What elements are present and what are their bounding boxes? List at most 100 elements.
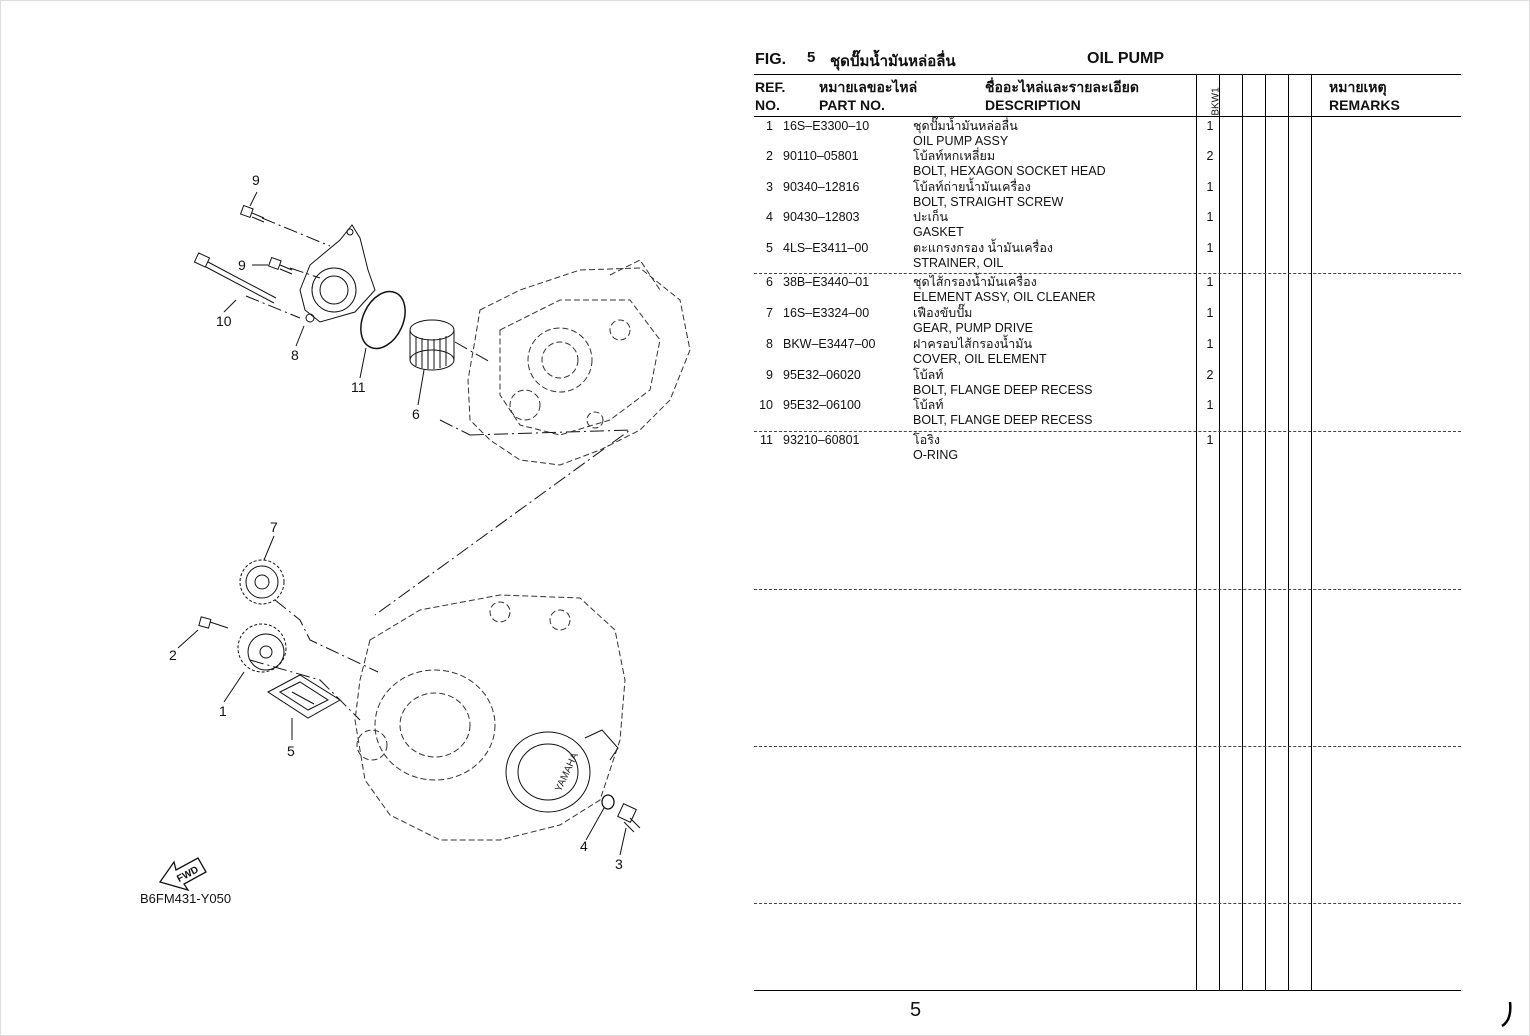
fig-title-english: OIL PUMP: [1087, 50, 1165, 67]
part-no: 4LS–E3411–00: [783, 241, 869, 255]
remarks-header-thai: หมายเหตุ: [1329, 79, 1387, 95]
crankcase-cover: [505, 729, 619, 813]
guide-lines: [245, 217, 632, 721]
part-no: BKW–E3447–00: [783, 337, 876, 351]
fig-label: FIG.: [755, 51, 787, 68]
desc-header-english: DESCRIPTION: [985, 97, 1081, 113]
quantity: 1: [1206, 275, 1214, 289]
col-header-ref: REF. NO.: [755, 78, 785, 114]
part-name-thai: ปะเก็น: [913, 210, 949, 224]
col-divider-6: [1311, 75, 1312, 990]
part-name-thai: โบ้ลท์: [913, 368, 944, 382]
table-bottom-rule: [754, 990, 1461, 991]
callout-1: 1: [219, 703, 227, 719]
part-name-thai: โบ้ลท์ถ่ายน้ำมันเครื่อง: [913, 180, 1031, 194]
ref-no: 8: [766, 337, 773, 351]
group-separator-1: [754, 273, 1461, 274]
ref-no: 7: [766, 306, 773, 320]
table-row: 4 90430–12803 ปะเก็น GASKET 1: [755, 210, 1461, 240]
callout-8: 8: [291, 347, 299, 363]
table-row: 3 90340–12816 โบ้ลท์ถ่ายน้ำมันเครื่อง BO…: [755, 180, 1461, 210]
callout-9b: 9: [238, 257, 246, 273]
col-divider-4: [1265, 75, 1266, 990]
page-number: 5: [910, 999, 922, 1021]
exploded-parts-diagram: YAMAHA FWD: [158, 191, 691, 892]
table-row: 8 BKW–E3447–00 ฝาครอบไส้กรองน้ำมัน COVER…: [755, 337, 1461, 367]
callout-7: 7: [270, 519, 278, 535]
desc-header-thai: ชื่ออะไหล่และรายละเอียด: [985, 79, 1139, 95]
part-no: 93210–60801: [783, 433, 860, 447]
table-row: 5 4LS–E3411–00 ตะแกรงกรอง น้ำมันเครื่อง …: [755, 241, 1461, 271]
header-top-rule: [754, 74, 1461, 75]
group-separator-4: [754, 746, 1461, 747]
part-name-thai: โบ้ลท์หกเหลี่ยม: [913, 149, 996, 163]
part-header-thai: หมายเลขอะไหล่: [819, 79, 918, 95]
part-no: 90340–12816: [783, 180, 860, 194]
part-name-english: BOLT, HEXAGON SOCKET HEAD: [913, 164, 1106, 178]
oil-strainer-5: [267, 674, 341, 719]
fig-number: 5: [807, 49, 816, 66]
part-name-thai: โบ้ลท์: [913, 398, 944, 412]
part-no: 16S–E3300–10: [783, 119, 870, 133]
ref-no: 11: [760, 433, 773, 447]
ref-no: 6: [766, 275, 773, 289]
part-no: 95E32–06100: [783, 398, 861, 412]
ref-no: 5: [766, 241, 773, 255]
diagram-code: B6FM431-Y050: [140, 891, 232, 906]
part-name-thai: ชุดไส้กรองน้ำมันเครื่อง: [913, 275, 1037, 289]
callout-4: 4: [580, 838, 588, 854]
callout-2: 2: [169, 647, 177, 663]
oil-pump-assy-1: [198, 616, 287, 673]
o-ring-11: [360, 290, 406, 350]
part-name-english: GEAR, PUMP DRIVE: [913, 321, 1033, 335]
callout-5: 5: [287, 743, 295, 759]
part-name-english: ELEMENT ASSY, OIL CLEANER: [913, 290, 1096, 304]
ref-no: 2: [766, 149, 773, 163]
oil-element-cover-8: [299, 224, 376, 323]
ref-header-line2: NO.: [755, 97, 780, 113]
quantity: 1: [1206, 210, 1214, 224]
callout-9a: 9: [252, 172, 260, 188]
fig-title-thai: ชุดปั๊มน้ำมันหล่อลื่น: [830, 53, 956, 70]
col-divider-5: [1288, 75, 1289, 990]
fwd-arrow-icon: [158, 857, 207, 892]
crankcase-right-half: [467, 259, 691, 466]
quantity: 1: [1206, 119, 1214, 133]
header-bottom-rule: [754, 116, 1461, 117]
crankcase-lower: [354, 594, 626, 841]
ref-no: 9: [766, 368, 773, 382]
col-divider-3: [1242, 75, 1243, 990]
part-name-english: OIL PUMP ASSY: [913, 134, 1009, 148]
table-row: 7 16S–E3324–00 เฟืองขับปั๊ม GEAR, PUMP D…: [755, 306, 1461, 336]
ref-no: 10: [759, 398, 773, 412]
col-header-part: หมายเลขอะไหล่ PART NO.: [819, 78, 917, 114]
part-name-english: BOLT, FLANGE DEEP RECESS: [913, 413, 1093, 427]
drain-bolt-3: [617, 803, 641, 833]
part-name-thai: ตะแกรงกรอง น้ำมันเครื่อง: [913, 241, 1053, 255]
leader-lines: [177, 191, 627, 856]
part-name-english: STRAINER, OIL: [913, 256, 1004, 270]
quantity: 1: [1206, 433, 1214, 447]
page-curl-icon: [1501, 1001, 1512, 1028]
part-header-english: PART NO.: [819, 97, 885, 113]
callout-6: 6: [412, 406, 420, 422]
part-name-english: O-RING: [913, 448, 959, 462]
remarks-header-english: REMARKS: [1329, 97, 1400, 113]
table-row: 1 16S–E3300–10 ชุดปั๊มน้ำมันหล่อลื่น OIL…: [755, 119, 1461, 149]
part-name-thai: เฟืองขับปั๊ม: [913, 306, 973, 320]
part-name-thai: ชุดปั๊มน้ำมันหล่อลื่น: [913, 119, 1018, 133]
quantity: 1: [1206, 398, 1214, 412]
col-header-remarks: หมายเหตุ REMARKS: [1329, 78, 1400, 114]
quantity: 1: [1206, 337, 1214, 351]
part-no: 16S–E3324–00: [783, 306, 870, 320]
part-name-thai: ฝาครอบไส้กรองน้ำมัน: [913, 337, 1033, 351]
group-separator-5: [754, 903, 1461, 904]
table-row: 10 95E32–06100 โบ้ลท์ BOLT, FLANGE DEEP …: [755, 398, 1461, 428]
ref-no: 1: [766, 119, 773, 133]
table-row: 6 38B–E3440–01 ชุดไส้กรองน้ำมันเครื่อง E…: [755, 275, 1461, 305]
fig-header: FIG. 5 ชุดปั๊มน้ำมันหล่อลื่น OIL PUMP: [755, 49, 1460, 73]
quantity: 2: [1206, 149, 1214, 163]
part-name-thai: โอริง: [913, 433, 941, 447]
part-name-english: BOLT, STRAIGHT SCREW: [913, 195, 1064, 209]
ref-header-line1: REF.: [755, 79, 786, 95]
